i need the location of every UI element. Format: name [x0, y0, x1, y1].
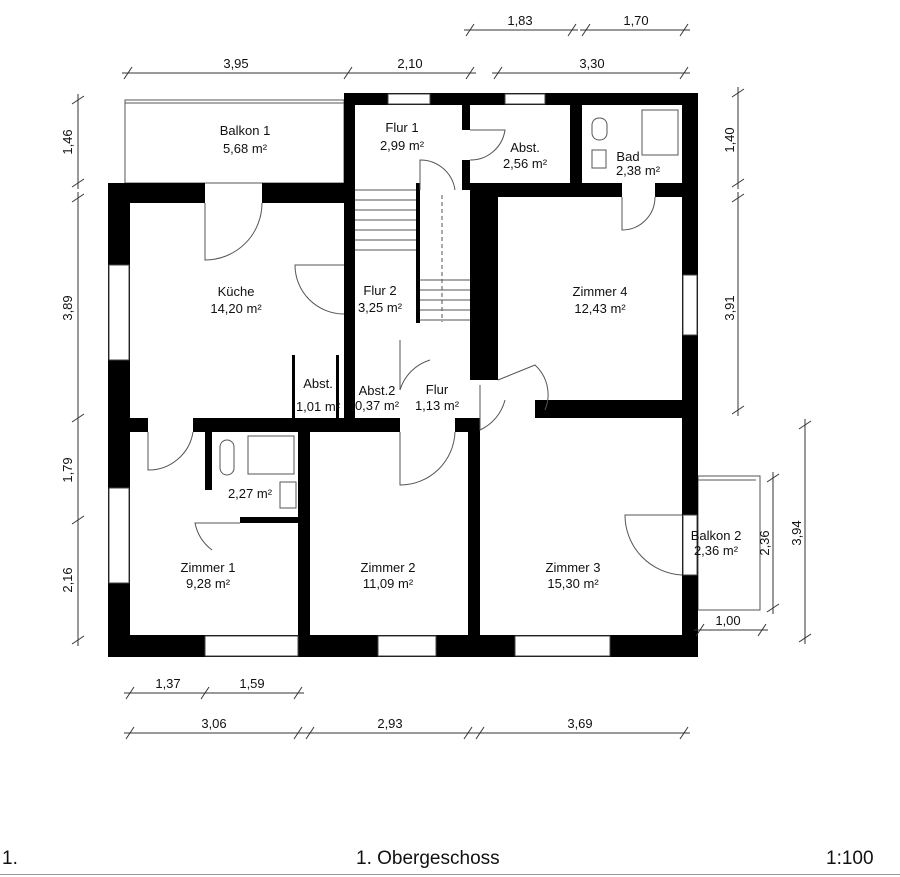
dimension-label: 3,89	[60, 295, 75, 320]
dimension-label: 3,95	[223, 56, 248, 71]
room-area: 2,27 m²	[228, 486, 273, 501]
dimension-label: 3,94	[789, 520, 804, 545]
room-area: 2,38 m²	[616, 163, 661, 178]
room-area: 5,68 m²	[223, 141, 268, 156]
sanitary-fixtures	[219, 109, 679, 509]
room-area: 15,30 m²	[547, 576, 599, 591]
room-name: Abst.2	[359, 383, 396, 398]
room-area: 9,28 m²	[186, 576, 231, 591]
windows	[108, 93, 698, 657]
dimension-label: 1,46	[60, 129, 75, 154]
room-name: Balkon 1	[220, 123, 271, 138]
room-area: 1,13 m²	[415, 398, 460, 413]
staircase	[355, 189, 470, 322]
room-name: Abst.	[303, 376, 333, 391]
footer-divider	[0, 874, 900, 875]
dimension-label: 1,00	[715, 613, 740, 628]
room-name: Flur	[426, 382, 449, 397]
room-area: 2,36 m²	[694, 543, 739, 558]
plan-title: 1. Obergeschoss	[356, 848, 500, 869]
dimension-label: 3,06	[201, 716, 226, 731]
dimension-label: 2,93	[377, 716, 402, 731]
dimension-label: 3,30	[579, 56, 604, 71]
room-name: Flur 2	[363, 283, 396, 298]
room-area: 0,37 m²	[355, 398, 400, 413]
dimension-label: 2,36	[757, 530, 772, 555]
room-area: 12,43 m²	[574, 301, 626, 316]
room-name: Bad	[616, 149, 639, 164]
room-area: 2,99 m²	[380, 138, 425, 153]
dimension-label: 1,70	[623, 13, 648, 28]
room-area: 2,56 m²	[503, 156, 548, 171]
room-area: 3,25 m²	[358, 300, 403, 315]
room-name: Zimmer 2	[361, 560, 416, 575]
dimension-label: 1,83	[507, 13, 532, 28]
dimension-label: 1,79	[60, 457, 75, 482]
room-name: Abst.	[510, 140, 540, 155]
room-area: 1,01 m²	[296, 399, 341, 414]
dimension-label: 2,16	[60, 567, 75, 592]
room-name: Flur 1	[385, 120, 418, 135]
doors	[147, 129, 683, 576]
dimension-label: 1,40	[722, 127, 737, 152]
dimension-label: 1,59	[239, 676, 264, 691]
room-area: 11,09 m²	[363, 576, 414, 591]
dimension-lines	[77, 29, 806, 734]
room-name: Küche	[218, 284, 255, 299]
dimension-ticks	[71, 23, 812, 740]
room-area: 14,20 m²	[210, 301, 262, 316]
plan-scale: 1:100	[826, 848, 874, 869]
room-name: Zimmer 4	[573, 284, 628, 299]
plan-number: 1.	[2, 848, 18, 869]
room-name: Balkon 2	[691, 528, 742, 543]
room-name: Zimmer 3	[546, 560, 601, 575]
room-name: Zimmer 1	[181, 560, 236, 575]
dimension-label: 2,10	[397, 56, 422, 71]
dimension-label: 3,91	[722, 295, 737, 320]
dimension-label: 3,69	[567, 716, 592, 731]
dimension-label: 1,37	[155, 676, 180, 691]
